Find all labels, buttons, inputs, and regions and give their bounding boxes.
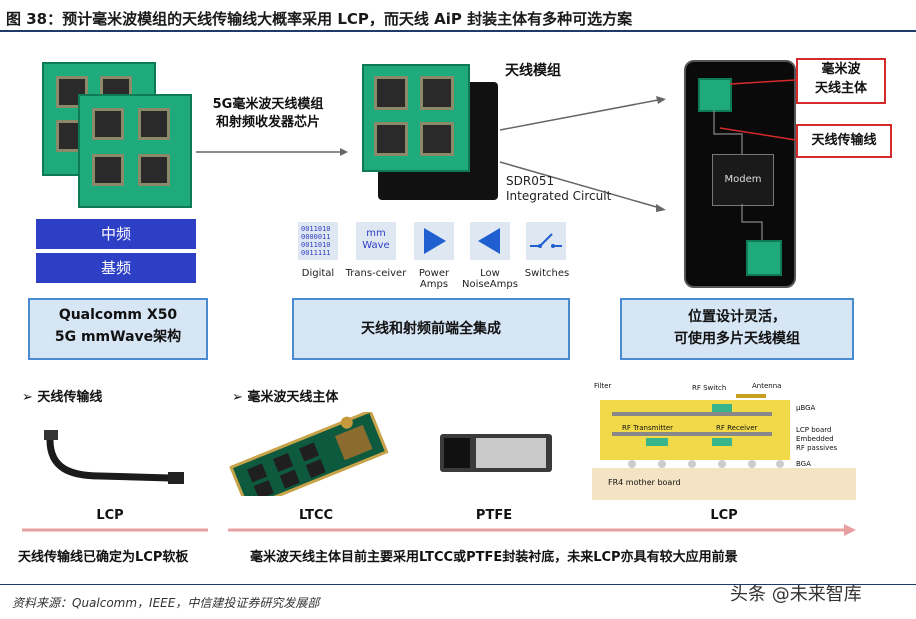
amplifier-left-icon: [478, 228, 500, 254]
source-note: 资料来源：Qualcomm，IEEE，中信建投证券研究发展部: [12, 596, 320, 610]
figure-title: 图 38：预计毫米波模组的天线传输线大概率采用 LCP，而天线 AiP 封装主体…: [6, 10, 633, 28]
icon-power-amps: [414, 222, 454, 260]
band-box-baseband: 基频: [36, 253, 196, 283]
label-rf-transmitter: RF Transmitter: [622, 424, 674, 432]
phone-body: Modem: [684, 60, 796, 288]
phone-antenna-top: [698, 78, 732, 112]
figure-title-bar: 图 38：预计毫米波模组的天线传输线大概率采用 LCP，而天线 AiP 封装主体…: [0, 0, 916, 32]
switch-icon: [530, 233, 562, 248]
icon-label-digital: Digital: [301, 268, 335, 279]
lcp-board-layer: [600, 400, 790, 460]
caption-ltcc: LTCC: [298, 508, 334, 523]
heading-antenna-body: ➢ 毫米波天线主体: [232, 386, 338, 405]
caption-ptfe: PTFE: [475, 508, 513, 523]
heading-transmission-line-text: 天线传输线: [37, 390, 103, 405]
summary-integration: 天线和射频前端全集成: [292, 298, 570, 360]
footer-left-note: 天线传输线已确定为LCP软板: [18, 550, 189, 565]
caption-lcp-cable: LCP: [96, 508, 124, 523]
phone-modem: Modem: [712, 154, 774, 206]
stackup-details: [612, 394, 784, 468]
label-rf-switch: RF Switch: [692, 384, 727, 392]
label-lcp-board: LCP board Embedded RF passives: [796, 426, 838, 452]
label-fr4: FR4 mother board: [608, 478, 681, 487]
lcp-flex-cable-image: [44, 430, 184, 484]
antenna-board-stack: [42, 62, 192, 212]
summary-flexibility: 位置设计灵活， 可使用多片天线模组: [620, 298, 854, 360]
digital-icon: 0011010 0000011 0011010 0011111: [301, 225, 331, 257]
timeline-arrows: [22, 524, 856, 536]
module-label: 天线模组: [505, 63, 561, 79]
band-box-if: 中频: [36, 219, 196, 249]
summary-architecture: Qualcomm X50 5G mmWave架构: [28, 298, 208, 360]
icon-label-power-amps: Power Amps: [418, 268, 450, 290]
ltcc-module-image: [229, 412, 389, 496]
label-filter: Filter: [594, 382, 612, 390]
callout-pointers: [719, 79, 797, 141]
icon-switches: [526, 222, 566, 260]
antenna-board-front: [78, 94, 192, 208]
icon-low-noise-amps: [470, 222, 510, 260]
antenna-module: [362, 64, 470, 172]
footer-right-note: 毫米波天线主体目前主要采用LTCC或PTFE封装衬底，未来LCP亦具有较大应用前…: [250, 550, 738, 565]
bullet-arrow-icon: ➢: [22, 390, 38, 405]
bullet-arrow-icon: ➢: [232, 390, 248, 405]
label-bga: BGA: [796, 460, 811, 468]
mmwave-icon: mm Wave: [362, 228, 390, 251]
ptfe-module-image: [440, 434, 552, 472]
title-divider: [0, 30, 916, 32]
arrow-label: 5G毫米波天线模组 和射频收发器芯片: [212, 97, 324, 130]
flow-arrows: [196, 96, 666, 212]
watermark: 头条 @未来智库: [730, 584, 862, 605]
label-rf-receiver: RF Receiver: [716, 424, 758, 432]
icon-digital: 0011010 0000011 0011010 0011111: [298, 222, 338, 260]
caption-lcp-stackup: LCP: [710, 508, 738, 523]
label-antenna: Antenna: [752, 382, 782, 390]
icon-label-switches: Switches: [524, 268, 570, 279]
lcp-stackup-diagram: Filter RF Switch Antenna μBGA RF Transmi…: [592, 382, 856, 500]
icon-label-low-noise-amps: Low NoiseAmps: [462, 268, 518, 290]
phone-transmission-lines: [713, 110, 763, 240]
callout-transmission-line: 天线传输线: [796, 124, 892, 158]
icon-transceiver: mm Wave: [356, 222, 396, 260]
callout-antenna-body: 毫米波 天线主体: [796, 58, 886, 104]
modem-label: Modem: [724, 174, 762, 185]
icon-label-transceiver: Trans-ceiver: [345, 268, 407, 279]
fr4-board-layer: [592, 468, 856, 500]
heading-antenna-body-text: 毫米波天线主体: [247, 390, 339, 405]
phone-antenna-bottom: [746, 240, 782, 276]
chip-label: SDR051 Integrated Circuit: [506, 174, 612, 203]
heading-transmission-line: ➢ 天线传输线: [22, 386, 102, 405]
label-ubga: μBGA: [796, 404, 816, 412]
source-rule: [0, 584, 916, 585]
amplifier-right-icon: [424, 228, 446, 254]
